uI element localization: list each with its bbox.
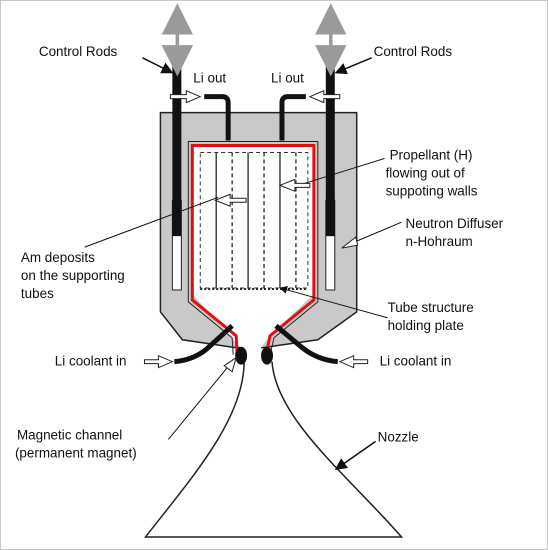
label-tube-line-1: Tube structure (388, 300, 474, 315)
label-li-out-right: Li out (271, 71, 304, 86)
magnet-left (235, 346, 248, 365)
magnet-right (261, 346, 274, 365)
leader-magnetic-arrowhead (223, 356, 237, 373)
li-coolant-arrow-left (143, 354, 174, 369)
control-rod-right (325, 64, 335, 237)
label-tube-line-2: holding plate (388, 318, 464, 333)
label-control-rods-left: Control Rods (39, 44, 118, 59)
li-out-pipe-left (204, 94, 231, 141)
label-magnetic-channel: Magnetic channel (permanent magnet) (15, 427, 137, 460)
leader-nozzle (334, 440, 377, 470)
label-magnetic-line-1: Magnetic channel (17, 427, 122, 442)
label-propellant-line-2: flowing out of (386, 165, 465, 180)
leader-magnetic (168, 361, 233, 440)
li-out-arrow-right (308, 89, 341, 104)
label-am-line-2: on the supporting (21, 268, 125, 283)
label-propellant-line-3: suppoting walls (386, 183, 478, 198)
propellant-arrow-left (213, 193, 247, 207)
leader-am-deposits (84, 196, 219, 248)
label-nozzle: Nozzle (378, 429, 419, 444)
label-li-out-left: Li out (193, 71, 226, 86)
leader-neutron-arrowhead (341, 236, 359, 249)
li-out-pipe-right (279, 94, 306, 141)
label-propellant: Propellant (H) flowing out of suppoting … (386, 147, 478, 198)
label-tube-structure: Tube structure holding plate (388, 300, 478, 333)
propellant-arrow-right (278, 178, 311, 193)
label-li-coolant-left: Li coolant in (55, 354, 127, 369)
leader-control-rods-right (334, 57, 372, 75)
leader-tube-structure (279, 286, 388, 319)
leader-control-rods-left (142, 57, 174, 74)
label-neutron-diffuser: Neutron Diffuser n-Hohraum (406, 216, 507, 249)
li-out-arrow-left (169, 89, 202, 104)
nozzle-bell (143, 361, 404, 538)
li-coolant-pipe-left (174, 323, 234, 365)
label-neutron-line-1: Neutron Diffuser (406, 216, 504, 231)
leader-propellant (304, 157, 385, 184)
label-li-coolant-right: Li coolant in (380, 354, 452, 369)
label-am-line-3: tubes (21, 286, 54, 301)
label-control-rods-right: Control Rods (374, 44, 453, 59)
label-am-line-1: Am deposits (21, 250, 95, 265)
control-rod-left (172, 64, 182, 237)
label-magnetic-line-2: (permanent magnet) (15, 445, 137, 460)
label-propellant-line-1: Propellant (H) (390, 147, 473, 162)
label-am-deposits: Am deposits on the supporting tubes (21, 250, 129, 301)
label-neutron-line-2: n-Hohraum (406, 234, 473, 249)
li-coolant-pipe-right (274, 323, 339, 365)
li-coolant-arrow-right (338, 354, 369, 369)
